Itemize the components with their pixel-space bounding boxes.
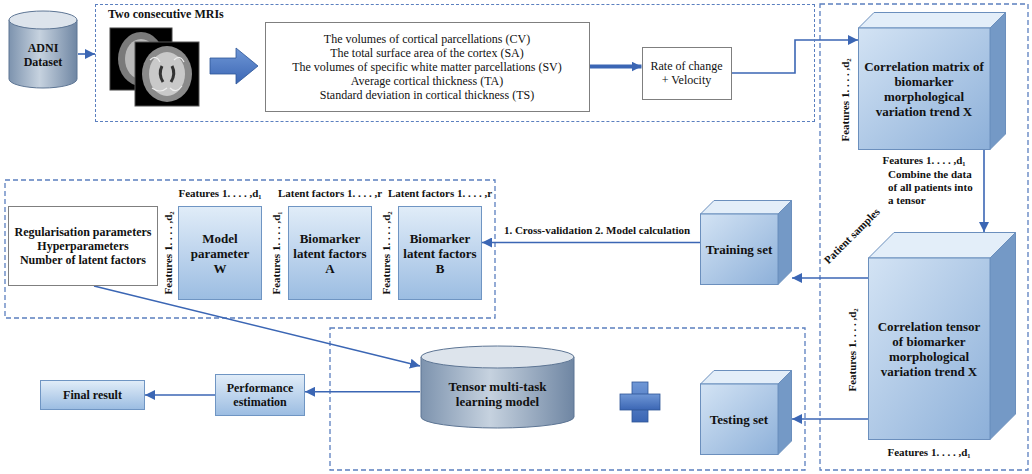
node-text: ADNI Dataset: [12, 41, 74, 69]
cube-top: [859, 13, 1006, 29]
connector-arrow: [78, 53, 95, 55]
cylinder-body: [9, 20, 77, 88]
process-box: Performance estimation: [215, 374, 305, 416]
block-arrow: [210, 48, 258, 84]
node-text: The total surface area of the cortex (SA…: [330, 46, 524, 60]
cube-front: [859, 28, 991, 150]
cube-side: [778, 201, 792, 285]
connector-arrow: [590, 65, 642, 69]
dashed-region: [330, 328, 805, 470]
connector-arrow: [792, 418, 868, 420]
node-text: Number of latent factors: [20, 253, 146, 267]
text-area: Rate of change + Velocity: [643, 48, 731, 99]
text-area: Biomarker latent factors B: [399, 207, 481, 299]
node-text: Performance estimation: [220, 381, 300, 409]
dataset-cylinder: ADNI Dataset: [8, 10, 78, 90]
matrix-cube: Correlation matrix of biomarker morpholo…: [858, 12, 1006, 150]
text-area: Regularisation parametersHyperparameters…: [9, 207, 157, 285]
pipeline-group: Two consecutive MRIsThe volumes of corti…: [95, 4, 815, 122]
connector-arrow: [792, 277, 868, 279]
brain-folds: [150, 57, 184, 91]
node-text: Model parameter W: [183, 231, 257, 276]
text-area: Performance estimation: [216, 375, 304, 415]
node-text: The volumes of specific white matter par…: [292, 60, 562, 74]
connector-arrow: [983, 150, 985, 232]
connector-arrow: [482, 242, 700, 244]
matrix-box: Biomarker latent factors B: [398, 206, 482, 300]
parameter-box: Regularisation parametersHyperparameters…: [8, 206, 158, 286]
ventricle-shape: [160, 66, 174, 82]
edge-label: 1. Cross-validation 2. Model calculation: [502, 224, 692, 237]
node-text: Regularisation parameters: [15, 225, 152, 239]
axis-label: Features 1. . . . ,d₂: [380, 211, 393, 294]
node-text: Hyperparameters: [37, 239, 128, 253]
dataset-cube: Testing set: [700, 370, 792, 455]
cube-front: [701, 214, 779, 285]
cube-top: [701, 371, 792, 385]
node-text: Correlation matrix of biomarker morpholo…: [862, 59, 986, 119]
text-area: Two consecutive MRIs: [108, 7, 224, 21]
node-text: Correlation tensor of biomarker morpholo…: [872, 319, 986, 379]
cylinder-top: [421, 346, 574, 368]
result-box: Final result: [40, 380, 145, 410]
axis-label: Features 1. . . . ,d₁: [887, 446, 970, 459]
brain-shape: [142, 46, 192, 102]
mri-images: [110, 28, 199, 106]
axis-label: Features 1. . . . ,d₁: [882, 154, 965, 167]
text-area: Final result: [41, 381, 144, 409]
mri-slice: [135, 42, 199, 106]
node-text: Training set: [706, 242, 773, 257]
tensor-cube: Correlation tensor of biomarker morpholo…: [868, 232, 1016, 440]
axis-label: Features 1. . . . ,d₂: [162, 211, 175, 294]
plus-symbol: [620, 382, 660, 422]
matrix-box: Model parameter W: [178, 206, 262, 300]
plus-bar: [620, 394, 660, 410]
cube-side: [990, 233, 1016, 440]
node-text: Average cortical thickness (TA): [351, 74, 503, 88]
axis-label: Features 1. . . . ,d₂: [846, 308, 859, 391]
group-heading: Two consecutive MRIs: [108, 7, 224, 21]
connector-arrow: [305, 391, 420, 393]
model-cylinder: Tensor multi-task learning model: [420, 345, 575, 430]
node-text: Testing set: [710, 412, 768, 427]
axis-label: Latent factors 1. . . . ,r: [278, 187, 382, 200]
axis-label: Features 1. . . . ,d₁: [178, 187, 261, 200]
text-area: Tensor multi-task learning model: [420, 369, 575, 418]
edge-label: Combine the data of all patients into a …: [886, 168, 982, 207]
text-area: Correlation tensor of biomarker morpholo…: [868, 258, 990, 440]
cube-front: [701, 384, 779, 455]
node-text: Rate of change + Velocity: [647, 59, 727, 87]
dashed-region: [820, 4, 1028, 470]
matrix-box: Biomarker latent factors A: [288, 206, 372, 300]
process-box: Rate of change + Velocity: [642, 47, 732, 100]
text-area: Training set: [700, 214, 778, 285]
node-text: Biomarker latent factors B: [403, 231, 477, 276]
axis-label: Features 1. . . . ,d₁: [270, 211, 283, 294]
dashed-region: [5, 180, 495, 318]
brain-shape: [149, 52, 185, 96]
node-text: The volumes of cortical parcellations (C…: [324, 32, 530, 46]
node-text: Tensor multi-task learning model: [424, 379, 571, 409]
text-area: Biomarker latent factors A: [289, 207, 371, 299]
connector-arrow: [145, 394, 215, 396]
text-area: The volumes of cortical parcellations (C…: [266, 23, 589, 111]
node-text: Standard deviation in cortical thickness…: [320, 88, 534, 102]
text-area: ADNI Dataset: [8, 30, 78, 80]
dataset-cube: Training set: [700, 200, 792, 285]
cube-side: [990, 13, 1006, 150]
cube-top: [701, 201, 792, 215]
node-text: Biomarker latent factors A: [293, 231, 367, 276]
feature-list-box: The volumes of cortical parcellations (C…: [265, 22, 590, 112]
cube-side: [778, 371, 792, 455]
cylinder-top: [9, 11, 77, 29]
text-area: Model parameter W: [179, 207, 261, 299]
text-area: Testing set: [700, 384, 778, 455]
text-area: Correlation matrix of biomarker morpholo…: [858, 28, 990, 150]
axis-label: Latent factors 1. . . . ,r: [388, 187, 492, 200]
node-text: Final result: [63, 388, 122, 402]
cube-front: [869, 258, 991, 440]
axis-label: Features 1. . . . ,d₂: [839, 58, 852, 141]
